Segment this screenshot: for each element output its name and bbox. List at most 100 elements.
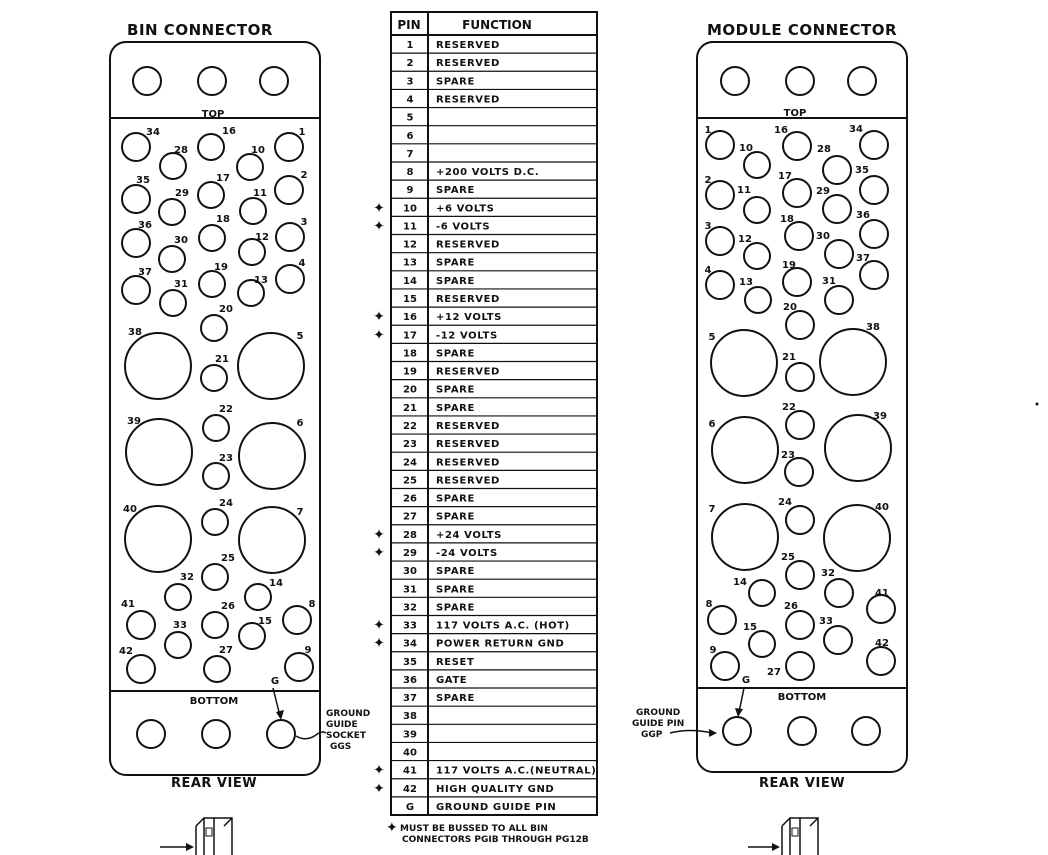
- bin-ground-label: G: [271, 676, 279, 687]
- pin-table-function-cell: RESERVED: [436, 58, 500, 69]
- module-pin-label-34: 34: [849, 124, 863, 135]
- pin-table-pin-cell: 12: [403, 240, 417, 251]
- pin-table-header-pin: PIN: [397, 18, 420, 32]
- module-pin-hole-19: [782, 267, 812, 297]
- module-pin-hole-33: [823, 625, 853, 655]
- module-pin-label-3: 3: [705, 221, 712, 232]
- bin-pin-hole-41: [126, 610, 156, 640]
- module-connector: MODULE CONNECTOR TOP BOTTOM REAR VIEW 12…: [632, 21, 908, 791]
- bin-pin-label-12: 12: [255, 232, 269, 243]
- bin-pin-label-31: 31: [174, 279, 188, 290]
- module-pin-hole-35: [859, 175, 889, 205]
- pin-table-pin-cell: 34: [403, 639, 417, 650]
- bin-pin-label-18: 18: [216, 214, 230, 225]
- bin-top-hole: [197, 66, 227, 96]
- module-pin-hole-17: [782, 178, 812, 208]
- module-pin-hole-11: [743, 196, 771, 224]
- bussed-star-marker: ✦: [373, 636, 385, 652]
- module-pin-label-16: 16: [774, 125, 788, 136]
- pin-table-function-cell: SPARE: [436, 512, 475, 523]
- bin-ground-note-line: GROUND: [326, 709, 370, 719]
- bin-pin-hole-14: [244, 583, 272, 611]
- pin-table-function-cell: SPARE: [436, 584, 475, 595]
- bin-pin-label-15: 15: [258, 616, 272, 627]
- pin-table-function-cell: SPARE: [436, 385, 475, 396]
- bin-pin-hole-16: [197, 133, 225, 161]
- bin-connector-body: [109, 41, 321, 776]
- bin-pin-hole-20: [200, 314, 228, 342]
- bin-pin-hole-7: [238, 506, 306, 574]
- pin-table-pin-cell: 23: [403, 439, 417, 450]
- pin-table-pin-cell: G: [406, 802, 414, 813]
- pin-table-function-cell: SPARE: [436, 76, 475, 87]
- pin-table-function-cell: -12 VOLTS: [436, 330, 498, 341]
- pin-table-pin-cell: 37: [403, 693, 417, 704]
- module-pin-hole-16: [782, 131, 812, 161]
- module-pin-label-35: 35: [855, 165, 869, 176]
- pin-table-row: 5: [391, 106, 597, 124]
- pin-table-pin-cell: 4: [407, 94, 414, 105]
- bin-ground-note-line: GUIDE: [326, 720, 358, 730]
- pin-table-function-cell: RESERVED: [436, 475, 500, 486]
- bin-pin-label-20: 20: [219, 304, 233, 315]
- module-pin-label-28: 28: [817, 144, 831, 155]
- stray-dot: [1035, 402, 1039, 406]
- module-pin-hole-9: [710, 651, 740, 681]
- bussed-star-marker: ✦: [373, 309, 385, 325]
- module-pin-hole-23: [784, 457, 814, 487]
- module-ground-note-line: GROUND: [636, 708, 680, 718]
- pin-table-footnote: ✦ MUST BE BUSSED TO ALL BIN CONNECTORS P…: [386, 820, 589, 845]
- bin-pin-label-36: 36: [138, 220, 152, 231]
- module-pin-hole-32: [824, 578, 854, 608]
- module-pin-hole-6: [711, 416, 779, 484]
- bin-pin-label-19: 19: [214, 262, 228, 273]
- bin-pin-hole-26: [201, 611, 229, 639]
- pin-table-row: 11-6 VOLTS✦: [373, 215, 597, 234]
- bin-pin-hole-10: [236, 153, 264, 181]
- pin-table-pin-cell: 39: [403, 729, 417, 740]
- bin-pin-hole-33: [164, 631, 192, 659]
- module-pin-label-7: 7: [709, 504, 716, 515]
- pin-table-function-cell: RESERVED: [436, 367, 500, 378]
- bussed-star-marker: ✦: [373, 763, 385, 779]
- module-connector-title: MODULE CONNECTOR: [707, 21, 897, 39]
- pin-table-pin-cell: 6: [407, 131, 414, 142]
- bussed-star-marker: ✦: [373, 781, 385, 797]
- bin-pin-label-5: 5: [297, 331, 304, 342]
- module-pin-label-21: 21: [782, 352, 796, 363]
- pin-table-row: 39: [391, 723, 597, 740]
- bin-pin-hole-11: [239, 197, 267, 225]
- pin-table-border: [390, 11, 598, 816]
- bin-pin-label-21: 21: [215, 354, 229, 365]
- pin-table-function-cell: RESERVED: [436, 421, 500, 432]
- module-pin-label-30: 30: [816, 231, 830, 242]
- bin-pin-label-28: 28: [174, 145, 188, 156]
- module-pin-hole-1: [705, 130, 735, 160]
- bin-pin-label-35: 35: [136, 175, 150, 186]
- bin-pin-hole-23: [202, 462, 230, 490]
- bin-guide-sketch: [160, 817, 233, 855]
- module-pin-hole-36: [859, 219, 889, 249]
- module-pin-hole-14: [748, 579, 776, 607]
- bussed-star-marker: ✦: [373, 218, 385, 234]
- bin-pin-hole-19: [198, 270, 226, 298]
- pin-table-pin-cell: 35: [403, 657, 417, 668]
- pin-table-pin-cell: 27: [403, 512, 417, 523]
- module-pin-label-12: 12: [738, 234, 752, 245]
- pin-table-pin-cell: 41: [403, 766, 417, 777]
- module-ground-note-line: GGP: [641, 730, 663, 740]
- pin-table-function-cell: SPARE: [436, 276, 475, 287]
- pin-table-function-cell: SPARE: [436, 693, 475, 704]
- bin-pin-hole-8: [282, 605, 312, 635]
- module-ground-label: G: [742, 675, 750, 686]
- module-pin-hole-40: [823, 504, 891, 572]
